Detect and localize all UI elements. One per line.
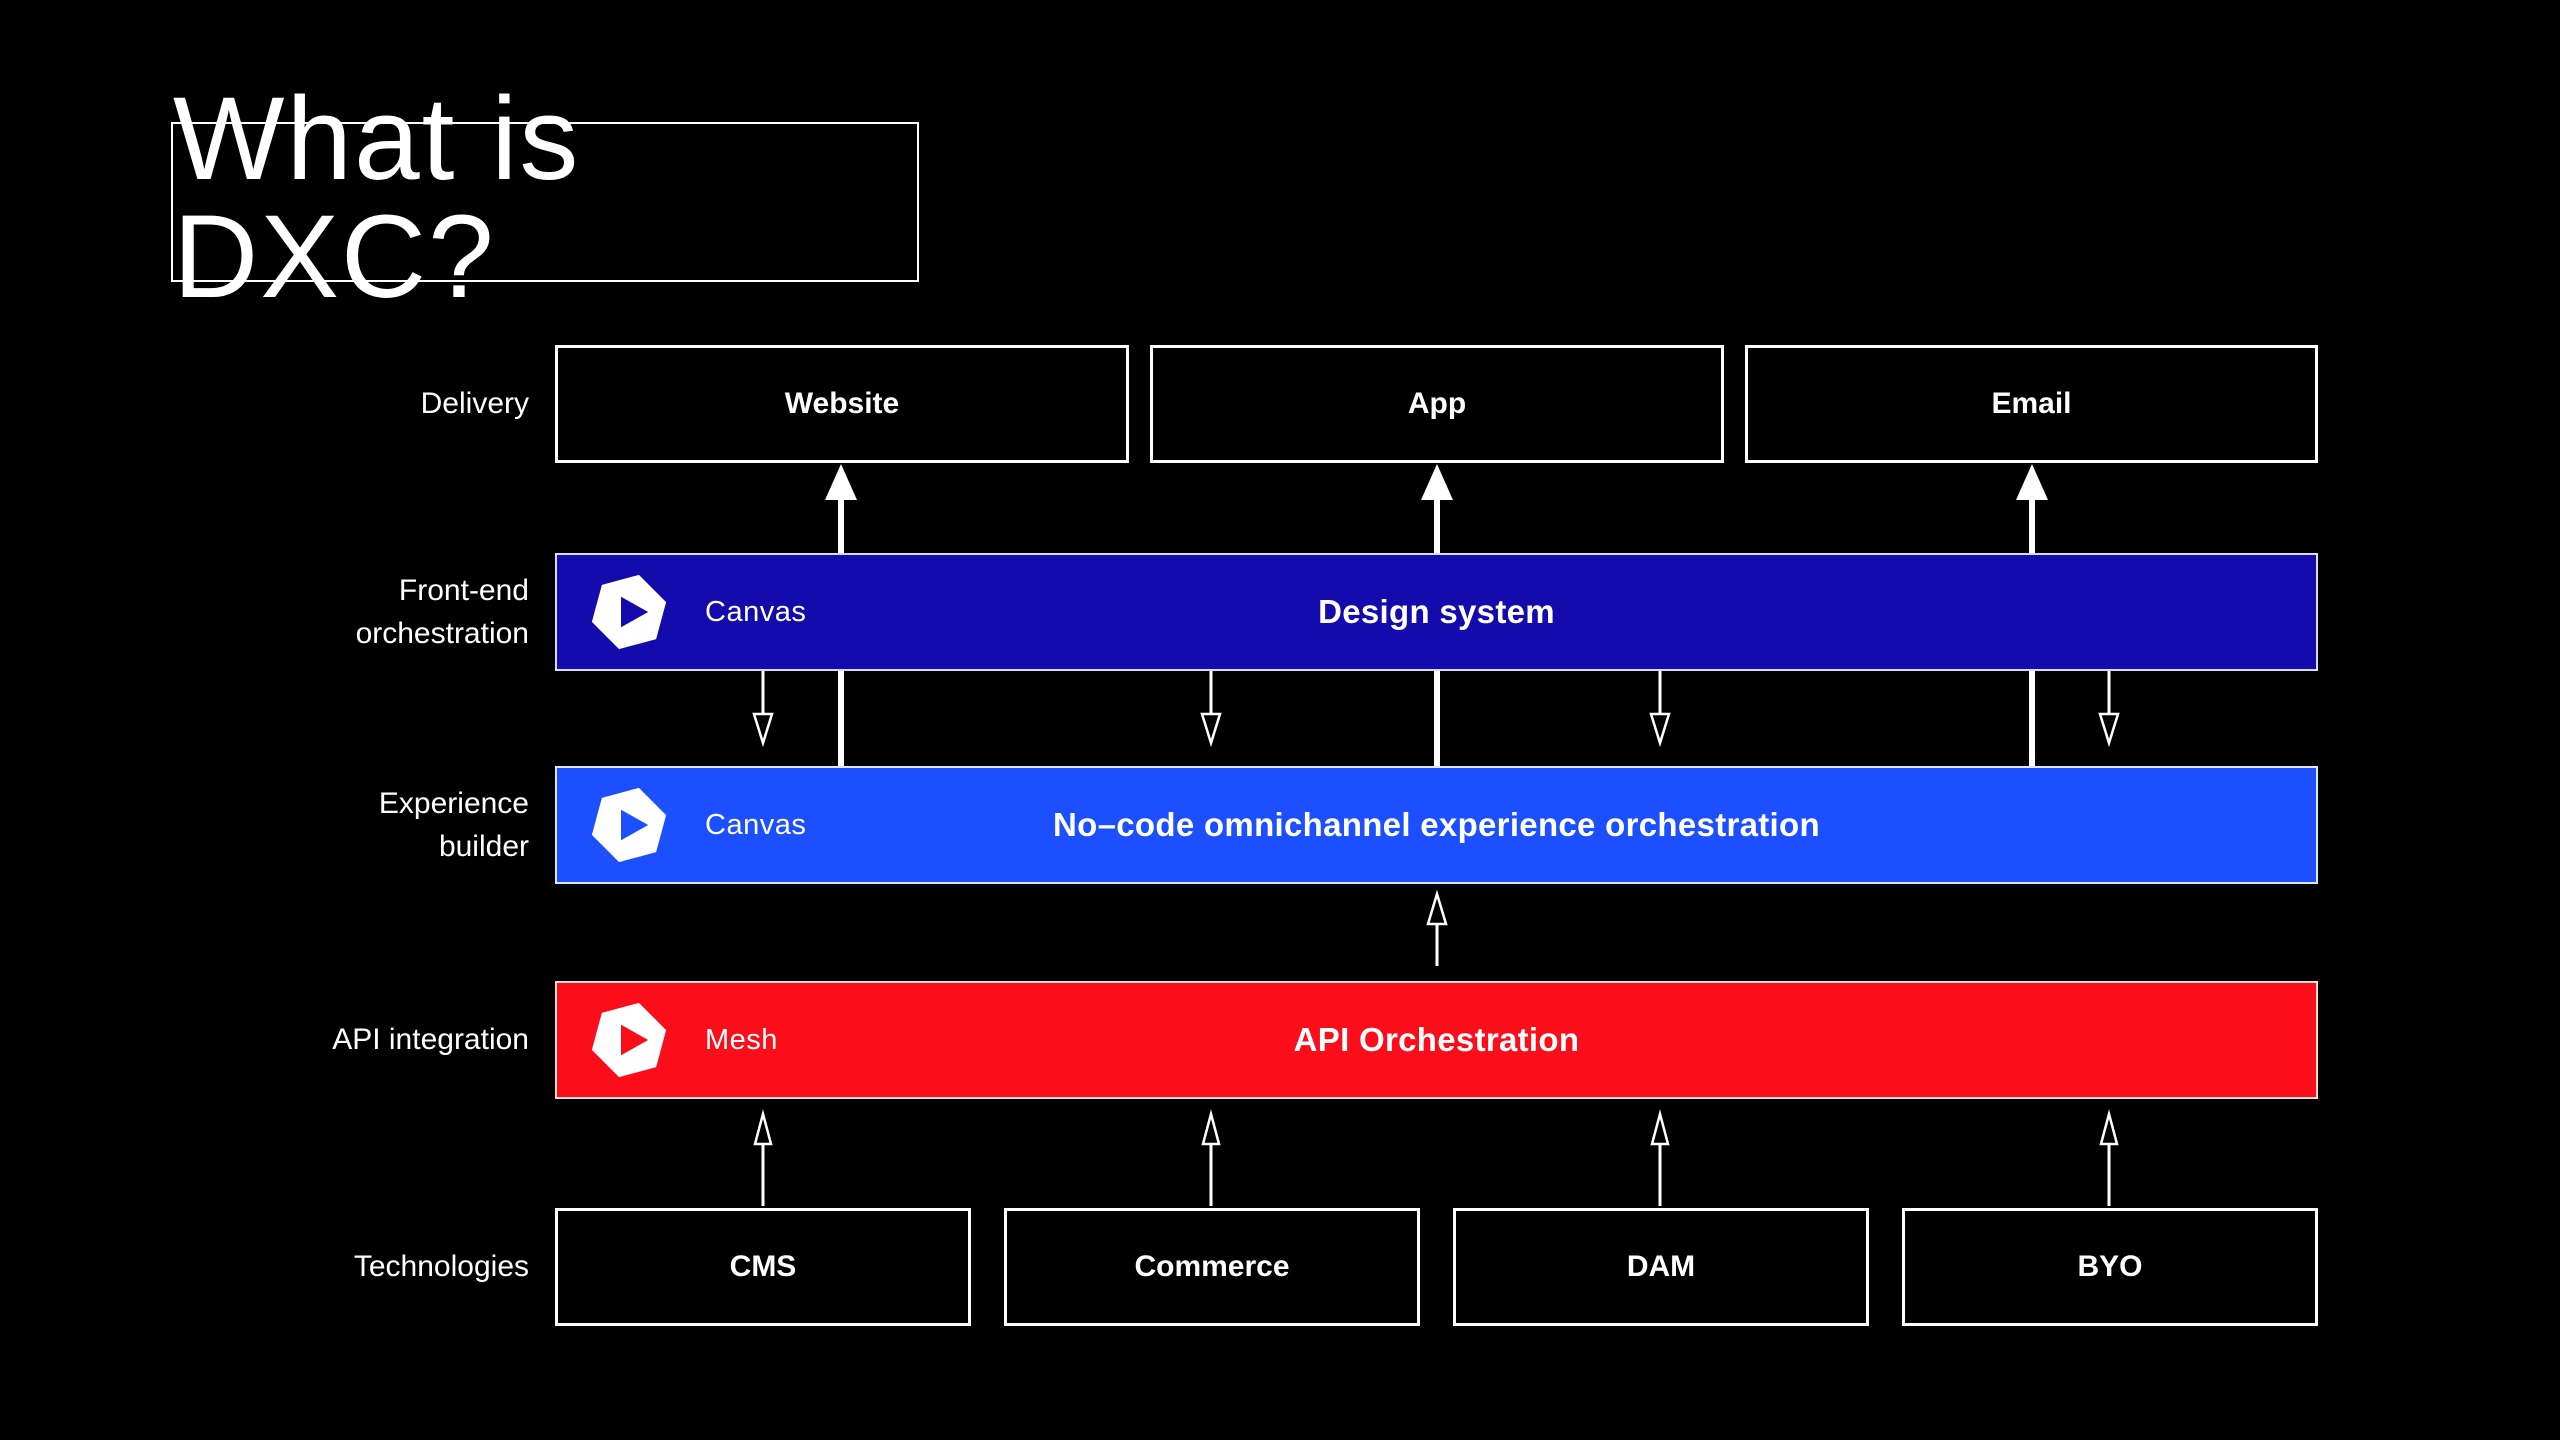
technology-box-cms: CMS (555, 1208, 971, 1326)
uniform-mesh-logo-icon (591, 1002, 667, 1078)
product-name-label: Canvas (705, 808, 807, 841)
delivery-box-app: App (1150, 345, 1724, 463)
hollow-up-arrows-technologies (753, 1109, 2119, 1206)
uniform-canvas-logo-icon (591, 574, 667, 650)
api-orchestration-bar: API Orchestration Mesh (555, 981, 2318, 1099)
design-system-bar: Design system Canvas (555, 553, 2318, 671)
canvas-product-badge: Canvas (589, 572, 806, 652)
mesh-product-badge: Mesh (589, 1000, 778, 1080)
product-name-label: Canvas (705, 595, 807, 628)
solid-up-arrow-to-email (2016, 464, 2048, 553)
design-system-bar-title: Design system (1318, 593, 1555, 630)
experience-builder-bar: No–code omnichannel experience orchestra… (555, 766, 2318, 884)
technology-box-byo: BYO (1902, 1208, 2318, 1326)
technology-box-commerce: Commerce (1004, 1208, 1420, 1326)
row-label-technologies: Technologies (353, 1250, 529, 1284)
hollow-down-arrows (752, 671, 2120, 748)
row-label-api-integration: API integration (332, 1023, 529, 1057)
row-label-front-end-orchestration: Front-end orchestration (355, 573, 529, 651)
solid-up-arrow-to-website (825, 464, 857, 553)
hollow-up-arrow-center (1426, 889, 1448, 966)
row-label-experience-builder: Experience builder (378, 786, 529, 864)
api-orchestration-bar-title: API Orchestration (1293, 1021, 1580, 1058)
product-name-label: Mesh (705, 1023, 778, 1056)
canvas-product-badge: Canvas (589, 785, 806, 865)
row-label-delivery: Delivery (420, 387, 529, 421)
delivery-box-email: Email (1745, 345, 2318, 463)
technology-box-dam: DAM (1453, 1208, 1869, 1326)
uniform-canvas-logo-icon (591, 787, 667, 863)
experience-builder-bar-title: No–code omnichannel experience orchestra… (1053, 806, 1820, 843)
delivery-box-website: Website (555, 345, 1129, 463)
page-title: What is DXC? (173, 73, 581, 323)
pass-through-lines (838, 671, 2035, 767)
title-box: What is DXC? (171, 80, 919, 316)
solid-up-arrow-to-app (1421, 464, 1453, 553)
